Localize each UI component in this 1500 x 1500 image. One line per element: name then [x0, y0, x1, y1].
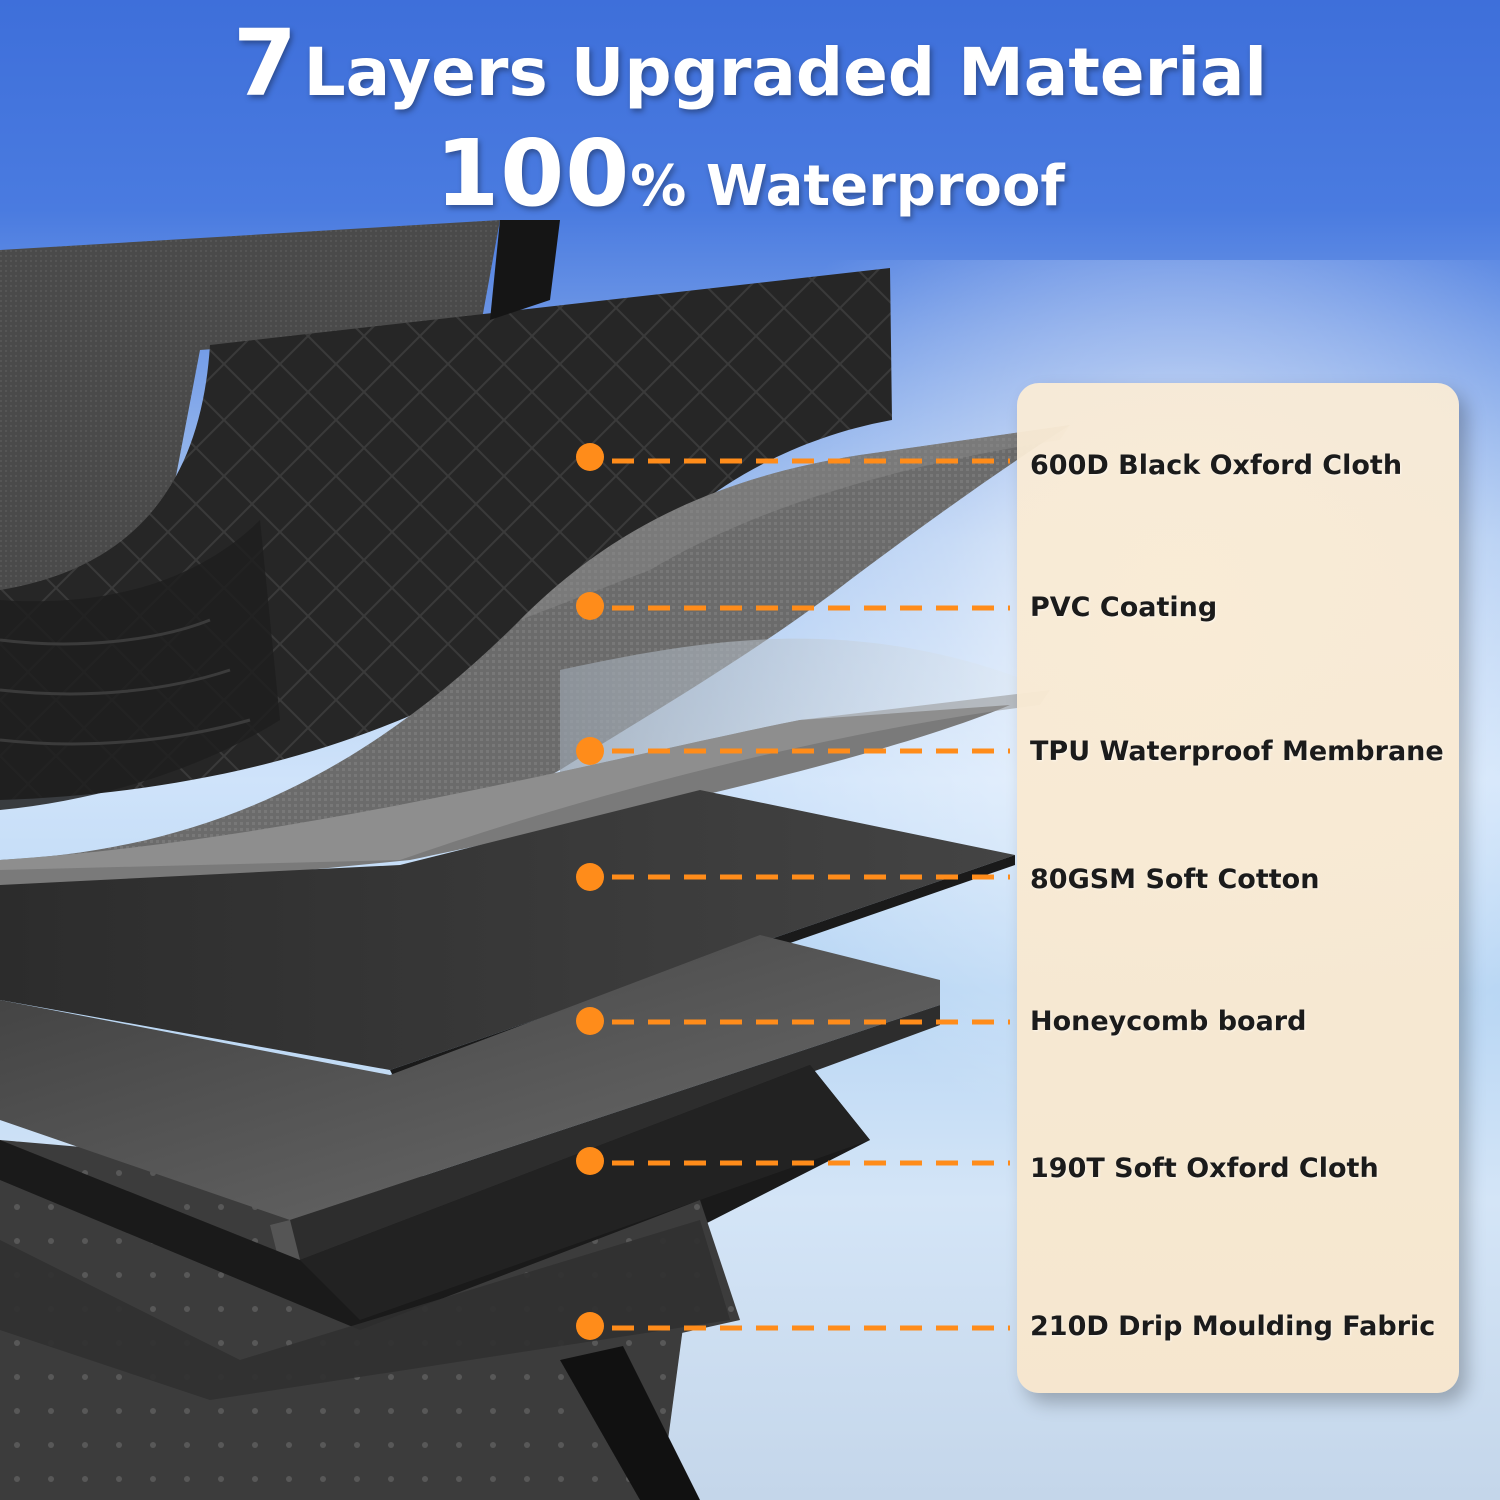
layer-label-3: TPU Waterproof Membrane [1030, 736, 1444, 767]
headline-line-2: 100% Waterproof [0, 120, 1500, 227]
layer-label-1: 600D Black Oxford Cloth [1030, 450, 1403, 481]
headline-line-1: 7 Layers Upgraded Material [0, 10, 1500, 117]
callout-markers [576, 443, 1010, 1340]
layer-label-6: 190T Soft Oxford Cloth [1030, 1153, 1379, 1184]
layer-label-7: 210D Drip Moulding Fabric [1030, 1311, 1436, 1342]
layer-label-2: PVC Coating [1030, 592, 1218, 623]
layer-label-5: Honeycomb board [1030, 1006, 1307, 1037]
headline-line-2-text: % Waterproof [630, 154, 1065, 219]
headline-line-1-text: Layers Upgraded Material [303, 34, 1267, 111]
layer-label-4: 80GSM Soft Cotton [1030, 864, 1320, 895]
labels-panel [1017, 383, 1459, 1393]
layer-count: 7 [232, 10, 298, 117]
waterproof-percent: 100 [435, 120, 631, 227]
